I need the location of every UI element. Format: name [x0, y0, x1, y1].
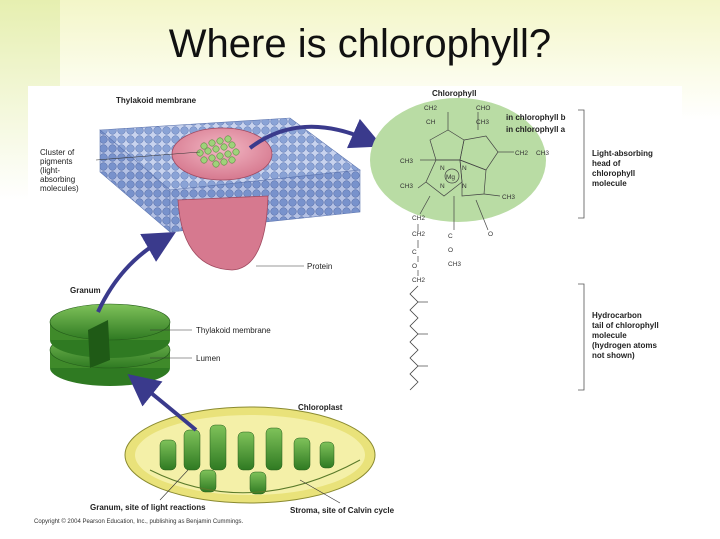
label-lumen: Lumen	[196, 354, 220, 363]
label-cluster: Cluster of pigments (light- absorbing mo…	[40, 148, 79, 193]
arrow-to-membrane	[96, 232, 176, 313]
mg-atom: Mg	[446, 174, 455, 181]
svg-text:CH2: CH2	[412, 231, 425, 238]
svg-text:CH2: CH2	[412, 215, 425, 222]
protein-body	[177, 195, 269, 271]
svg-text:molecules): molecules)	[40, 184, 79, 193]
tail-branches	[418, 301, 428, 367]
svg-text:Hydrocarbon: Hydrocarbon	[592, 311, 642, 320]
label-thylakoid-membrane-top: Thylakoid membrane	[116, 96, 197, 105]
hydrocarbon-tail	[409, 285, 419, 391]
svg-text:(light-: (light-	[40, 166, 60, 175]
arrow-to-chlorophyll	[248, 118, 383, 150]
svg-text:pigments: pigments	[40, 157, 72, 166]
svg-text:CH2: CH2	[424, 105, 437, 112]
head-bracket	[578, 109, 585, 219]
svg-text:N: N	[462, 165, 467, 172]
svg-text:N: N	[440, 183, 445, 190]
ester-chem: C O CH2	[412, 249, 425, 284]
svg-text:CH3: CH3	[400, 183, 413, 190]
label-thylakoid-membrane: Thylakoid membrane	[196, 326, 271, 335]
label-stroma-site: Stroma, site of Calvin cycle	[290, 506, 395, 515]
label-granum: Granum	[70, 286, 101, 295]
page-title: Where is chlorophyll?	[168, 22, 552, 66]
thylakoid-membrane-block	[99, 117, 361, 271]
svg-text:CHO: CHO	[476, 105, 490, 112]
tail-bracket	[578, 283, 585, 391]
svg-text:C: C	[448, 233, 453, 240]
arrow-to-granum	[127, 374, 198, 432]
svg-text:not shown): not shown)	[592, 351, 635, 360]
svg-text:CH2: CH2	[412, 277, 425, 284]
svg-text:N: N	[462, 183, 467, 190]
svg-text:Light-absorbing: Light-absorbing	[592, 149, 653, 158]
granum-stack	[49, 303, 171, 386]
svg-text:O: O	[448, 247, 453, 254]
svg-text:molecule: molecule	[592, 331, 627, 340]
label-in-chl-b: in chlorophyll b	[506, 113, 566, 122]
svg-text:head of: head of	[592, 159, 621, 168]
label-chloroplast: Chloroplast	[298, 403, 343, 412]
chem-labels: CH2 CH CHO CH3 CH3 CH2 CH3 CH3 CH3 N N N…	[400, 105, 549, 268]
svg-text:N: N	[440, 165, 445, 172]
svg-text:Cluster of: Cluster of	[40, 148, 75, 157]
svg-text:chlorophyll: chlorophyll	[592, 169, 635, 178]
svg-text:CH3: CH3	[536, 150, 549, 157]
chloroplast	[124, 406, 376, 504]
svg-text:CH3: CH3	[400, 158, 413, 165]
label-head: Light-absorbing head of chlorophyll mole…	[592, 149, 653, 188]
svg-text:CH3: CH3	[476, 119, 489, 126]
label-chlorophyll: Chlorophyll	[432, 89, 476, 98]
svg-text:C: C	[412, 249, 417, 256]
pigment-cluster	[196, 135, 240, 168]
svg-text:O: O	[488, 231, 493, 238]
copyright-notice: Copyright © 2004 Pearson Education, Inc.…	[34, 519, 244, 525]
svg-text:CH2: CH2	[515, 150, 528, 157]
porphyrin-ring	[417, 112, 514, 231]
svg-text:molecule: molecule	[592, 179, 627, 188]
svg-text:O: O	[412, 263, 417, 270]
svg-text:CH: CH	[426, 119, 436, 126]
label-protein: Protein	[307, 262, 332, 271]
svg-text:absorbing: absorbing	[40, 175, 75, 184]
svg-text:CH3: CH3	[448, 261, 461, 268]
label-granum-site: Granum, site of light reactions	[90, 503, 206, 512]
svg-text:CH3: CH3	[502, 194, 515, 201]
svg-text:(hydrogen atoms: (hydrogen atoms	[592, 341, 657, 350]
svg-text:tail of chlorophyll: tail of chlorophyll	[592, 321, 659, 330]
label-tail: Hydrocarbon tail of chlorophyll molecule…	[592, 311, 659, 360]
label-in-chl-a: in chlorophyll a	[506, 125, 566, 134]
